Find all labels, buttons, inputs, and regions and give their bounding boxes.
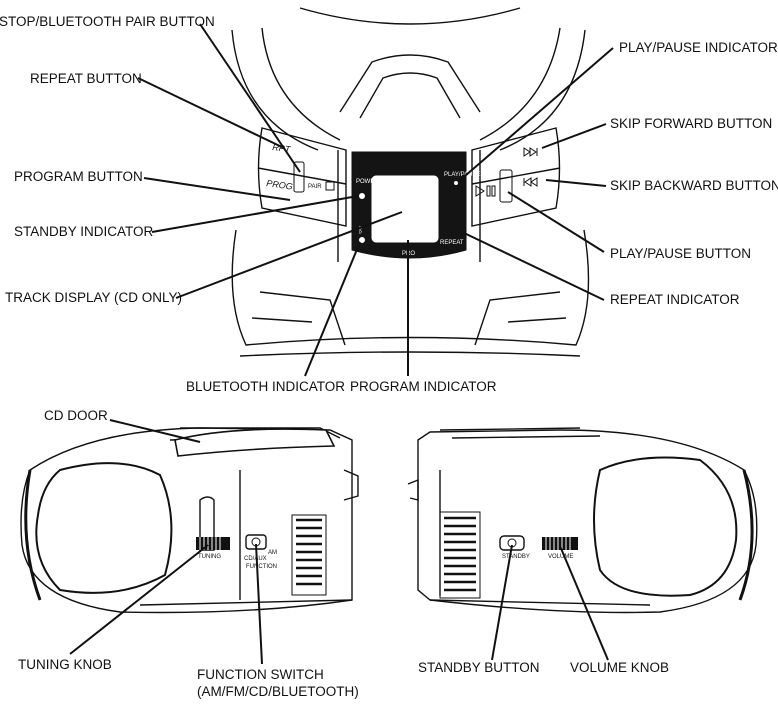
leader-cd-door — [109, 419, 201, 443]
label-program-button: PROGRAM BUTTON — [14, 169, 143, 184]
label-bluetooth-indicator: BLUETOOTH INDICATOR — [186, 379, 345, 394]
label-cd-door: CD DOOR — [44, 408, 108, 423]
label-function-switch-line2: (AM/FM/CD/BLUETOOTH) — [197, 684, 359, 699]
label-program-indicator: PROGRAM INDICATOR — [350, 379, 497, 394]
label-play-pause-button: PLAY/PAUSE BUTTON — [610, 246, 751, 261]
callout-labels: STOP/BLUETOOTH PAIR BUTTON REPEAT BUTTON… — [0, 14, 778, 699]
label-repeat-indicator: REPEAT INDICATOR — [610, 292, 740, 307]
prog-button-text: PROG — [266, 178, 294, 192]
label-function-switch-line1: FUNCTION SWITCH — [197, 667, 324, 682]
function-am-text: AM — [268, 550, 277, 556]
function-text: FUNCTION — [246, 564, 277, 570]
leader-play-pause-indicator — [457, 47, 614, 183]
track-display — [375, 179, 435, 239]
leader-program-button — [143, 177, 291, 201]
leader-stop-bt-pair — [199, 23, 301, 173]
leader-volume-knob — [559, 545, 609, 661]
front-view-left — [20, 427, 359, 614]
leader-lines — [69, 23, 614, 665]
pair-button-text: PAIR — [308, 184, 322, 190]
volume-scale-text: VOLUME — [548, 554, 573, 560]
panel-power-label: POWER — [356, 179, 379, 185]
standby-indicator-led — [359, 193, 365, 199]
bluetooth-indicator-led — [359, 237, 365, 243]
label-volume-knob: VOLUME KNOB — [570, 660, 669, 675]
label-repeat-button: REPEAT BUTTON — [30, 71, 142, 86]
function-cdaux-text: CD/AUX — [244, 556, 267, 562]
play-pause-indicator-led — [454, 181, 458, 185]
leader-repeat-indicator — [461, 231, 605, 301]
tuning-knob[interactable] — [196, 537, 230, 550]
label-track-display: TRACK DISPLAY (CD ONLY) — [5, 290, 182, 305]
leader-repeat-button — [137, 77, 285, 149]
tuning-scale-text: TUNING — [198, 554, 221, 560]
label-tuning-knob: TUNING KNOB — [18, 657, 112, 672]
bluetooth-icon: ᛒ — [358, 225, 363, 235]
volume-knob[interactable] — [542, 537, 578, 550]
rear-view-right — [407, 427, 758, 614]
leader-tuning-knob — [69, 544, 209, 655]
speaker-grille-right — [439, 511, 481, 599]
label-standby-indicator: STANDBY INDICATOR — [14, 224, 154, 239]
label-play-pause-indicator: PLAY/PAUSE INDICATOR — [619, 40, 778, 55]
leader-play-pause-button — [507, 191, 605, 253]
leader-standby-button — [491, 544, 513, 661]
leader-bluetooth-indicator — [304, 241, 361, 377]
cd-door-part — [174, 428, 336, 457]
label-skip-backward: SKIP BACKWARD BUTTON — [610, 178, 778, 193]
leader-standby-indicator — [151, 195, 359, 233]
skip-forward-button[interactable] — [523, 147, 538, 157]
panel-play-pause-label: PLAY/PAUSE — [444, 172, 480, 178]
leader-skip-backward — [545, 179, 607, 187]
play-pause-button[interactable] — [475, 169, 513, 203]
standby-button-text: STANDBY — [502, 554, 530, 560]
label-skip-forward: SKIP FORWARD BUTTON — [610, 116, 772, 131]
top-view — [231, 7, 590, 357]
label-standby-button: STANDBY BUTTON — [418, 660, 540, 675]
leader-track-display — [175, 211, 403, 299]
speaker-grille-left — [291, 514, 327, 596]
panel-repeat-label: REPEAT — [440, 240, 464, 246]
stop-bt-pair-button[interactable] — [293, 161, 335, 193]
skip-backward-button[interactable] — [523, 177, 538, 187]
leader-function-switch — [255, 543, 263, 665]
label-stop-bt-pair: STOP/BLUETOOTH PAIR BUTTON — [0, 14, 215, 29]
leader-skip-forward — [541, 123, 607, 149]
